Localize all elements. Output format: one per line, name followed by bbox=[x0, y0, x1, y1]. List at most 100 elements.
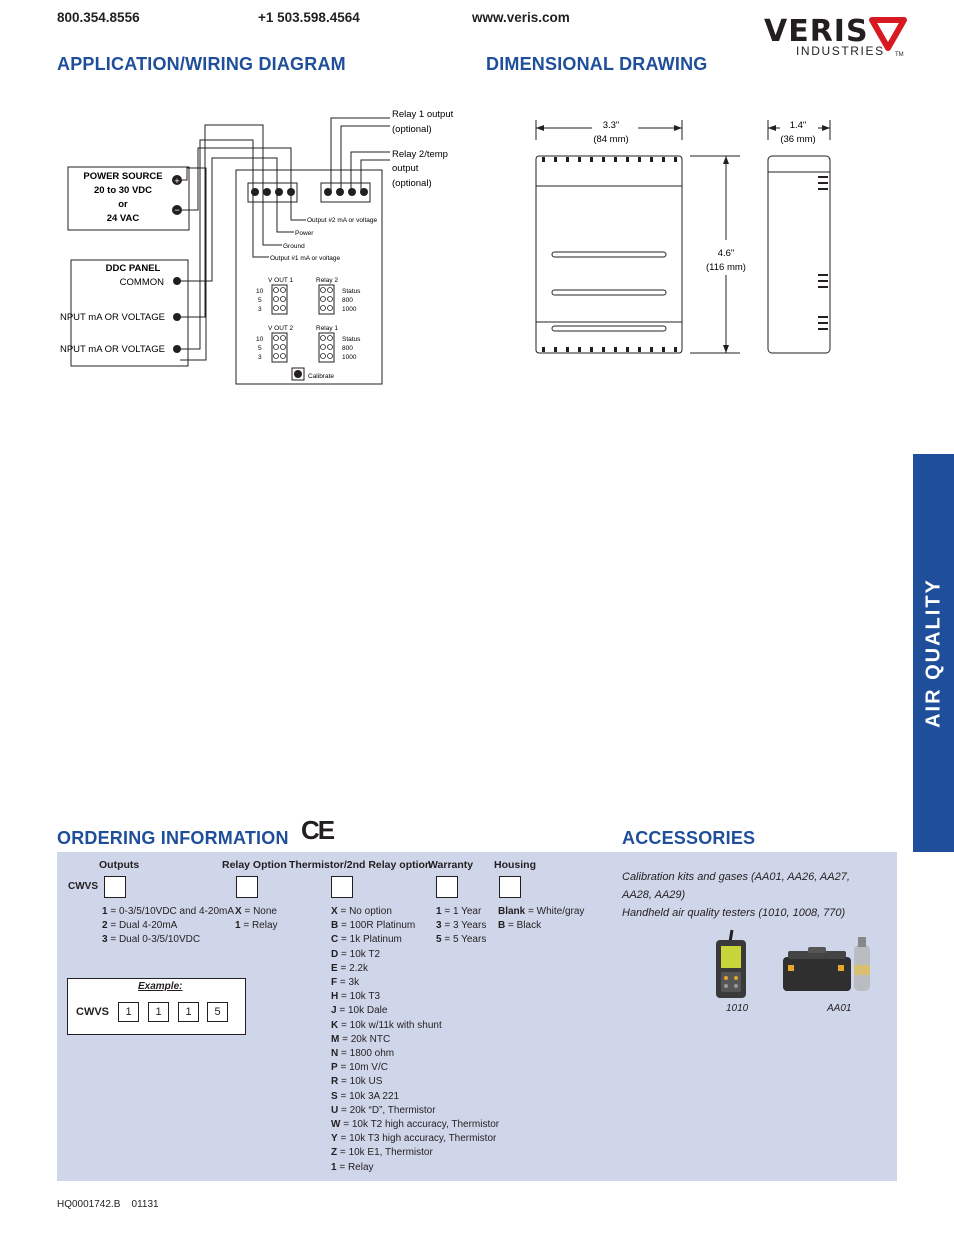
handheld-tester-image bbox=[716, 929, 746, 998]
power-label: Power bbox=[295, 230, 314, 237]
vout-1-label: V OUT 1 bbox=[268, 277, 294, 284]
option-row: P = 10m V/C bbox=[331, 1061, 499, 1075]
ddc-panel-label: DDC PANEL bbox=[106, 263, 161, 274]
option-row: 3 = Dual 0-3/5/10VDC bbox=[102, 933, 234, 947]
option-code: 1 bbox=[235, 920, 241, 932]
warranty-header: Warranty bbox=[428, 859, 474, 871]
relay-2-output-optional: (optional) bbox=[392, 178, 432, 189]
option-text: = No option bbox=[337, 906, 392, 917]
output-2-label: Output #2 mA or voltage bbox=[307, 217, 377, 224]
wiring-diagram: + − POWER SOURCE 20 to 30 VDC or 24 VAC … bbox=[60, 109, 454, 385]
logo-subtitle: INDUSTRIES bbox=[796, 44, 885, 58]
option-text: = 3 Years bbox=[441, 920, 487, 932]
air-quality-tab: AIR QUALITY bbox=[913, 454, 954, 852]
relay-2-output-label: Relay 2/temp bbox=[392, 149, 448, 160]
option-code: N bbox=[331, 1048, 339, 1060]
dimensional-section-title: DIMENSIONAL DRAWING bbox=[486, 54, 708, 74]
ordering-section-title: ORDERING INFORMATION bbox=[57, 828, 289, 848]
power-source-line-3: or bbox=[118, 199, 128, 210]
example-digit: 5 bbox=[207, 1002, 228, 1022]
option-row: B = Black bbox=[498, 919, 584, 933]
option-text: = 10k E1, Thermistor bbox=[337, 1147, 433, 1159]
option-row: U = 20k “D”, Thermistor bbox=[331, 1104, 499, 1118]
tester-caption: 1010 bbox=[726, 1003, 749, 1014]
svg-text:+: + bbox=[174, 176, 179, 186]
option-code: 3 bbox=[102, 934, 108, 946]
accessories-line: AA28, AA29) bbox=[622, 889, 686, 901]
option-row: M = 20k NTC bbox=[331, 1033, 499, 1047]
option-code: B bbox=[331, 920, 339, 932]
option-code: J bbox=[331, 1005, 337, 1017]
option-row: X = None bbox=[235, 905, 278, 919]
option-text: = 10k T2 high accuracy, Thermistor bbox=[340, 1119, 500, 1131]
logo-mark-icon bbox=[869, 17, 907, 51]
example-digit: 1 bbox=[178, 1002, 199, 1022]
thermistor-header: Thermistor/2nd Relay option bbox=[289, 859, 432, 871]
kit-caption: AA01 bbox=[827, 1003, 852, 1014]
logo-trademark: TM bbox=[895, 52, 904, 58]
option-row: F = 3k bbox=[331, 976, 499, 990]
option-text: = 10k US bbox=[338, 1076, 383, 1088]
ce-mark-icon: CE bbox=[301, 815, 335, 845]
option-code: 3 bbox=[436, 920, 442, 932]
option-code: 1 bbox=[436, 906, 442, 917]
option-row: W = 10k T2 high accuracy, Thermistor bbox=[331, 1118, 499, 1132]
example-digit: 1 bbox=[118, 1002, 139, 1022]
footer: HQ0001742.B 01131 bbox=[57, 1199, 159, 1210]
logo-wordmark: VERIS bbox=[764, 14, 869, 49]
option-text: = 10k T2 bbox=[338, 948, 381, 960]
option-text: = 2.2k bbox=[337, 962, 368, 974]
option-row: 3 = 3 Years bbox=[436, 919, 486, 933]
option-code: 1 bbox=[102, 906, 108, 917]
footer-doc-id: HQ0001742.B bbox=[57, 1199, 121, 1210]
example-label: Example: bbox=[138, 981, 183, 992]
option-code: 1 bbox=[331, 1161, 337, 1173]
option-code: E bbox=[331, 962, 338, 974]
option-code: Y bbox=[331, 1133, 338, 1145]
option-row: H = 10k T3 bbox=[331, 990, 499, 1004]
phone-number-1: 800.354.8556 bbox=[57, 10, 140, 25]
website-link[interactable]: www.veris.com bbox=[472, 10, 570, 25]
accessories-text: Calibration kits and gases (AA01, AA26, … bbox=[622, 868, 850, 922]
option-code: B bbox=[498, 920, 506, 932]
warranty-code-box bbox=[436, 876, 458, 898]
relay-1-label: Relay 1 bbox=[316, 325, 338, 332]
calibration-kit-image bbox=[783, 937, 870, 991]
option-row: 1 = Relay bbox=[235, 919, 278, 933]
option-code: 2 bbox=[102, 920, 108, 932]
option-text: = 10m V/C bbox=[337, 1062, 388, 1074]
height-inches: 4.6" bbox=[718, 248, 735, 259]
housing-code-box bbox=[499, 876, 521, 898]
level-label: 3 bbox=[258, 306, 262, 313]
option-code: 5 bbox=[436, 934, 442, 946]
option-row: C = 1k Platinum bbox=[331, 933, 499, 947]
sensor-board-box bbox=[235, 169, 383, 385]
option-code: S bbox=[331, 1090, 338, 1102]
option-text: = Dual 0-3/5/10VDC bbox=[107, 934, 201, 946]
level-label: 5 bbox=[258, 345, 262, 352]
ddc-panel-box bbox=[70, 259, 189, 367]
input-2-label: INPUT mA OR VOLTAGE bbox=[60, 344, 165, 355]
option-code: Z bbox=[331, 1147, 338, 1159]
option-text: = 20k NTC bbox=[339, 1033, 391, 1045]
option-code: X bbox=[331, 906, 338, 917]
level-label: 10 bbox=[256, 336, 264, 343]
status-label: 800 bbox=[342, 345, 353, 352]
accessories-line: Calibration kits and gases (AA01, AA26, … bbox=[622, 871, 850, 883]
option-code: P bbox=[331, 1062, 338, 1074]
status-label: 1000 bbox=[342, 306, 357, 313]
option-text: = 10k T3 bbox=[338, 991, 381, 1003]
option-code: Blank bbox=[498, 906, 526, 917]
option-code: K bbox=[331, 1019, 339, 1031]
footer-code: 01131 bbox=[131, 1199, 159, 1210]
option-text: = 3k bbox=[337, 977, 360, 989]
width-mm: (84 mm) bbox=[593, 134, 628, 145]
wiring-section-title: APPLICATION/WIRING DIAGRAM bbox=[57, 54, 346, 74]
option-row: N = 1800 ohm bbox=[331, 1047, 499, 1061]
accessories-line: Handheld air quality testers (1010, 1008… bbox=[622, 907, 846, 919]
option-text: = Black bbox=[505, 920, 542, 932]
option-code: W bbox=[331, 1119, 341, 1131]
